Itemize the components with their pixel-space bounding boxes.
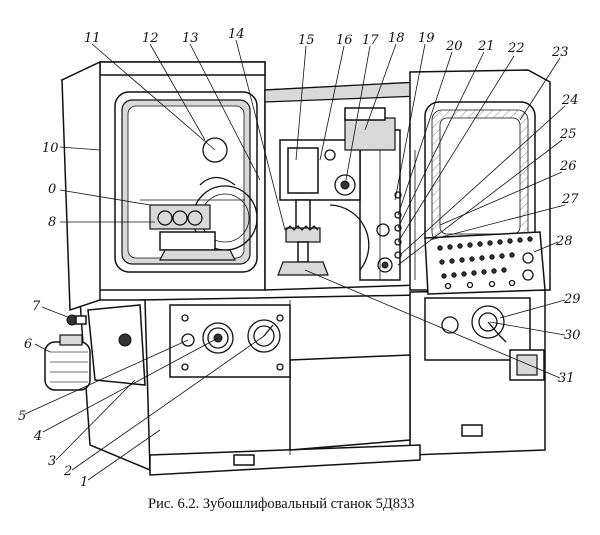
callout-11: 11: [84, 31, 101, 46]
callout-6: 6: [24, 337, 32, 352]
control-console: [424, 231, 546, 295]
callout-0: 0: [48, 182, 56, 197]
callout-24: 24: [561, 93, 579, 108]
callout-25: 25: [559, 127, 577, 142]
callout-3: 3: [48, 454, 56, 469]
callout-23: 23: [551, 45, 569, 60]
callout-12: 12: [142, 31, 159, 46]
right-lower-panel: [424, 297, 545, 381]
callout-7: 7: [32, 299, 41, 314]
callout-labels: 1 2 3 4 5 6 7 8 0 10 11 12 13 14 15 16 1…: [18, 27, 581, 490]
callout-8: 8: [48, 215, 56, 230]
leader-lines: [24, 39, 566, 481]
callout-21: 21: [477, 39, 495, 54]
callout-16: 16: [336, 33, 353, 48]
callout-18: 18: [388, 31, 405, 46]
callout-26: 26: [559, 159, 577, 174]
left-enclosure: [60, 60, 266, 312]
callout-5: 5: [18, 409, 26, 424]
callout-1: 1: [80, 475, 88, 490]
callout-15: 15: [298, 33, 315, 48]
callout-13: 13: [182, 31, 199, 46]
console-buttons: [437, 236, 534, 290]
callout-30: 30: [564, 328, 581, 343]
callout-20: 20: [445, 39, 463, 54]
callout-31: 31: [558, 371, 575, 386]
electric-motor: [44, 334, 91, 391]
lower-control-panel: [169, 304, 291, 378]
callout-22: 22: [507, 41, 525, 56]
callout-29: 29: [563, 292, 581, 307]
callout-19: 19: [418, 31, 435, 46]
center-section: [264, 81, 421, 291]
callout-2: 2: [63, 464, 72, 479]
callout-27: 27: [561, 192, 579, 207]
callout-28: 28: [555, 234, 573, 249]
callout-10: 10: [42, 141, 59, 156]
callout-17: 17: [362, 33, 379, 48]
figure-caption: Рис. 6.2. Зубошлифовальный станок 5Д833: [148, 496, 415, 512]
callout-14: 14: [228, 27, 245, 42]
callout-4: 4: [33, 429, 42, 444]
